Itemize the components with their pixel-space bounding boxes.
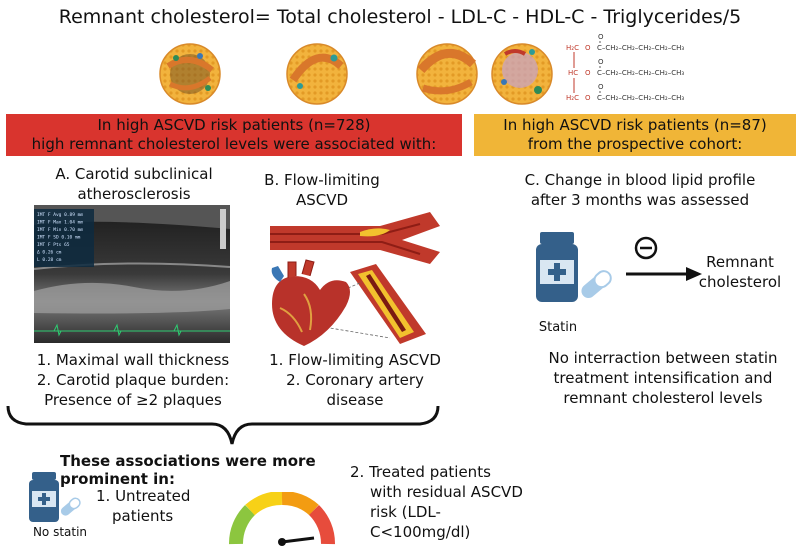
risk-gauge-icon — [229, 492, 335, 546]
ultrasound-readout-line: L 0.28 cm — [37, 257, 62, 263]
prospective-cohort-banner: In high ASCVD risk patients (n=87) from … — [474, 114, 796, 156]
cross-sectional-banner: In high ASCVD risk patients (n=728) high… — [6, 114, 462, 156]
section-c-title: C. Change in blood lipid profile after 3… — [500, 170, 780, 210]
note-line1: No interraction between statin — [548, 349, 778, 367]
banner-right-line2: from the prospective cohort: — [527, 135, 743, 153]
note-line2: treatment intensification and — [553, 369, 773, 387]
triglyceride-structure: H₂C HC H₂C O O O C–CH₂–CH₂–CH₂–CH₂–CH₃ C… — [566, 33, 684, 102]
section-b-item1: 1. Flow-limiting ASCVD — [269, 351, 441, 369]
ultrasound-readout-line: IMT F Avg 0.89 mm — [37, 212, 83, 218]
chem-label: H₂C — [566, 44, 579, 52]
bottom-item1: 1. Untreated patients — [96, 486, 196, 526]
bottom-item1-line2: patients — [112, 507, 174, 525]
section-a-title-line1: A. Carotid subclinical — [55, 165, 213, 183]
section-a-title-line2: atherosclerosis — [77, 185, 191, 203]
section-a-item2: 2. Carotid plaque burden: — [36, 371, 230, 389]
ultrasound-readout-line: Δ 0.26 cm — [37, 250, 62, 256]
section-a-title: A. Carotid subclinical atherosclerosis — [34, 164, 234, 204]
section-b-item3: disease — [326, 391, 384, 409]
section-b-findings: 1. Flow-limiting ASCVD 2. Coronary arter… — [262, 350, 448, 410]
branching-artery-icon — [270, 212, 440, 264]
section-b-title-line1: B. Flow-limiting — [264, 171, 380, 189]
section-a-item3: Presence of ≥2 plaques — [44, 391, 222, 409]
triglyceride-rich-particle-icon — [491, 43, 553, 105]
banner-left-line2: high remnant cholesterol levels were ass… — [31, 135, 437, 153]
gauge-needle — [281, 536, 315, 544]
section-b-title: B. Flow-limiting ASCVD — [262, 170, 382, 210]
chem-label: C–CH₂–CH₂–CH₂–CH₂–CH₃ — [597, 44, 684, 52]
arrow-right-icon — [686, 267, 702, 281]
ultrasound-readout-line: IMT F Pts 65 — [37, 242, 70, 248]
section-b-item2: 2. Coronary artery — [286, 371, 424, 389]
target-line1: Remnant — [706, 253, 774, 271]
bottom-item2-line3: risk (LDL-C<100mg/dl) — [370, 503, 471, 541]
lipoprotein-particle-icon — [159, 43, 221, 105]
section-c-title-line2: after 3 months was assessed — [530, 191, 750, 209]
section-a-findings: 1. Maximal wall thickness 2. Carotid pla… — [20, 350, 246, 410]
bottom-item2-line2: with residual ASCVD — [370, 483, 523, 501]
statin-interaction-note: No interraction between statin treatment… — [528, 348, 798, 408]
chem-label: O — [598, 33, 604, 41]
ultrasound-readout-line: IMT F Max 1.04 mm — [37, 220, 83, 226]
chem-label: O — [585, 44, 591, 52]
section-c-title-line1: C. Change in blood lipid profile — [524, 171, 756, 189]
chem-label: O — [585, 69, 591, 77]
statin-label: Statin — [538, 320, 578, 335]
remnant-cholesterol-formula: Remnant cholesterol= Total cholesterol -… — [58, 6, 742, 28]
chem-label: O — [598, 58, 604, 66]
bottom-item1-line1: 1. Untreated — [96, 487, 191, 505]
chem-label: C–CH₂–CH₂–CH₂–CH₂–CH₃ — [597, 69, 684, 77]
banner-right-line1: In high ASCVD risk patients (n=87) — [503, 116, 767, 134]
banner-left-line1: In high ASCVD risk patients (n=728) — [97, 116, 371, 134]
remnant-cholesterol-target: Remnant cholesterol — [692, 252, 788, 292]
chem-label: HC — [568, 69, 578, 77]
lipoprotein-particles-illustration: H₂C HC H₂C O O O C–CH₂–CH₂–CH₂–CH₂–CH₃ C… — [159, 33, 684, 105]
note-line3: remnant cholesterol levels — [563, 389, 763, 407]
bottom-heading: These associations were more prominent i… — [60, 452, 316, 488]
no-statin-bottle-icon — [29, 472, 81, 522]
ultrasound-readout-line: IMT F Min 0.70 mm — [37, 227, 83, 233]
artery-and-heart-illustration — [270, 212, 440, 346]
ldl-particle-icon — [286, 43, 348, 105]
inhibition-arrow — [626, 236, 702, 281]
ultrasound-readout-line: IMT F SD 0.10 mm — [37, 235, 81, 241]
chem-label: O — [585, 94, 591, 102]
chem-label: C–CH₂–CH₂–CH₂–CH₂–CH₃ — [597, 94, 684, 102]
hdl-particle-icon — [416, 43, 478, 105]
chem-label: H₂C — [566, 94, 579, 102]
target-line2: cholesterol — [698, 273, 782, 291]
narrowed-vessel-icon — [350, 264, 426, 344]
chem-label: O — [598, 83, 604, 91]
heart-icon — [271, 259, 350, 346]
no-statin-label: No statin — [32, 525, 88, 539]
statin-bottle-icon — [536, 232, 612, 302]
section-a-item1: 1. Maximal wall thickness — [36, 351, 230, 369]
section-b-title-line2: ASCVD — [295, 191, 349, 209]
bottom-item2: 2. Treated patients with residual ASCVD … — [350, 462, 540, 542]
grouping-brace — [6, 405, 440, 445]
bottom-item2-line1: 2. Treated patients — [350, 463, 491, 481]
